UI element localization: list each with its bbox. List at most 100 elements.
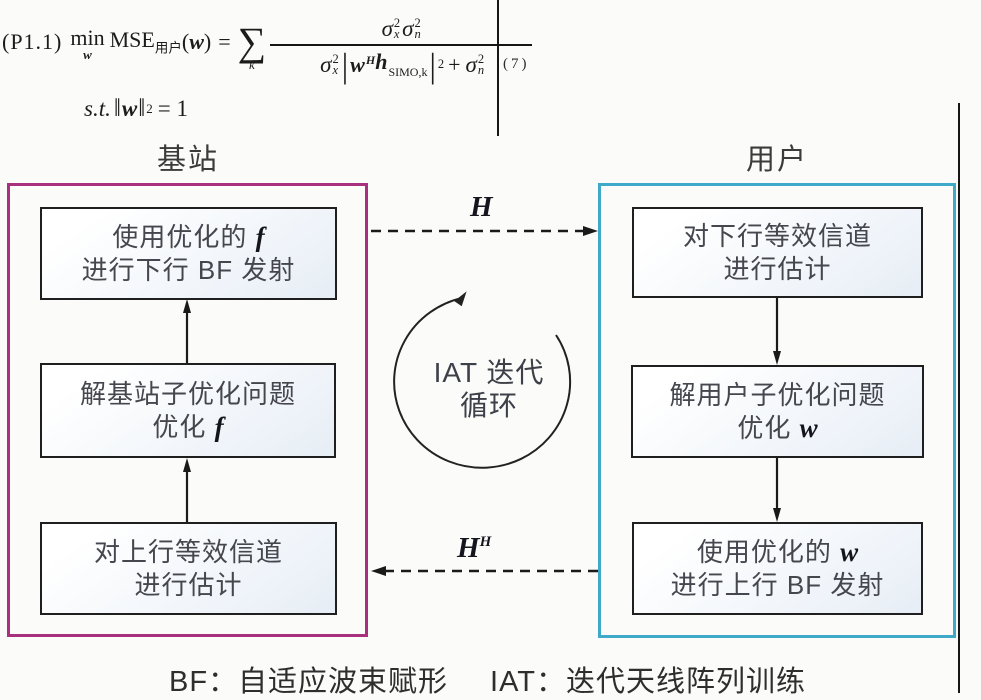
node-line: 优化 f — [152, 411, 223, 444]
hh-base: H — [457, 532, 480, 564]
node-uplink-bf-transmit: 使用优化的 w 进行上行 BF 发射 — [632, 522, 923, 615]
abs-bar-close: | — [429, 44, 436, 85]
node-text: 对下行等效信道 — [682, 220, 872, 251]
mse-argument: (w) — [182, 29, 211, 55]
down-arrowhead-icon — [773, 351, 781, 365]
summation: ∑ k — [237, 19, 267, 72]
sub-x: x — [393, 27, 400, 41]
iat-loop-arc — [393, 297, 572, 469]
node-text: 进行下行 BF 发射 — [81, 254, 296, 285]
node-line: 进行上行 BF 发射 — [671, 569, 885, 602]
math-var-w: w — [799, 412, 818, 443]
math-var-w: w — [840, 536, 859, 567]
figure-legend: BF：自适应波束赋形 IAT：迭代天线阵列训练 — [0, 658, 975, 700]
w-var: w — [350, 51, 365, 77]
sub-n: n — [414, 27, 421, 41]
legend-iat: IAT：迭代天线阵列训练 — [490, 666, 807, 698]
node-text: 进行估计 — [723, 253, 832, 284]
min-under-var: w — [83, 46, 92, 62]
norm-open: ‖ — [113, 95, 121, 122]
up-arrowhead-icon — [183, 299, 191, 313]
constraint: s.t. ‖ w ‖ 2 = 1 — [84, 95, 188, 123]
h-simo-k: hSIMO,k — [375, 49, 427, 80]
mse-subscript: 用户 — [154, 40, 182, 56]
node-line: 使用优化的 f — [112, 221, 264, 254]
node-estimate-downlink-channel: 对下行等效信道 进行估计 — [632, 207, 923, 298]
node-text: 使用优化的 — [112, 221, 256, 252]
min-text: min — [70, 24, 105, 50]
node-line: 对上行等效信道 — [94, 536, 283, 569]
equals-sign: = — [218, 29, 231, 54]
hh-sup: H — [479, 534, 492, 550]
hh-channel-label: HH — [457, 532, 491, 565]
sigma-symbol: σ — [402, 16, 414, 41]
sub-n: n — [477, 62, 485, 77]
node-line: 使用优化的 w — [697, 536, 858, 569]
h-var: h — [375, 49, 388, 74]
node-line: 解基站子优化问题 — [80, 378, 296, 411]
math-var-f: f — [255, 221, 265, 252]
node-line: 进行估计 — [723, 253, 831, 286]
min-operator: min w — [70, 24, 105, 62]
column-rule-top — [497, 0, 499, 136]
node-line: 解用户子优化问题 — [669, 379, 885, 412]
mse-term: MSE用户 — [110, 27, 182, 56]
sub-x: x — [332, 62, 339, 77]
sup-2: 2 — [332, 51, 339, 66]
sigma-symbol: σ — [320, 51, 332, 77]
equation-number: (7) — [503, 56, 530, 72]
node-text: 解用户子优化问题 — [669, 379, 886, 410]
loop-arrowhead-icon — [454, 291, 467, 307]
node-line: 进行估计 — [134, 569, 242, 602]
iat-loop-label-line2: 循环 — [459, 390, 518, 421]
node-text: 使用优化的 — [696, 536, 841, 567]
node-line: 对下行等效信道 — [683, 220, 872, 253]
equals-one: = 1 — [157, 96, 188, 121]
w-hermitian: wH — [350, 52, 375, 78]
up-arrowhead-icon — [183, 458, 191, 472]
column-rule-right — [958, 103, 960, 693]
paren-close: ) — [203, 29, 212, 54]
node-solve-bs-subproblem: 解基站子优化问题 优化 f — [40, 363, 336, 458]
legend-bf: BF：自适应波束赋形 — [168, 666, 449, 698]
node-text: 对上行等效信道 — [93, 536, 283, 567]
iat-loop-label-line1: IAT 迭代 — [433, 357, 545, 388]
sup-2: 2 — [414, 16, 421, 30]
sigma-symbol: σ — [381, 16, 393, 41]
sigma-symbol: σ — [465, 51, 477, 77]
problem-label: (P1.1) — [2, 29, 63, 54]
norm-squared: 2 — [146, 101, 153, 116]
right-panel-title: 用户 — [745, 144, 808, 176]
sum-index: k — [249, 57, 255, 72]
node-solve-user-subproblem: 解用户子优化问题 优化 w — [631, 365, 924, 458]
simo-k-sub: SIMO,k — [388, 65, 428, 79]
node-text: 进行上行 BF 发射 — [670, 569, 885, 600]
paren-open: ( — [181, 29, 190, 54]
abs-bar-open: | — [341, 44, 349, 85]
plus-sign: + — [448, 51, 461, 77]
node-line: 优化 w — [737, 412, 817, 445]
constraint-var-w: w — [121, 96, 138, 121]
hh-arrowhead-icon — [371, 566, 386, 576]
sup-2: 2 — [477, 51, 485, 66]
st-text: s.t. — [84, 96, 111, 121]
hermitian-sup: H — [365, 52, 376, 67]
sum-symbol: ∑ — [237, 19, 267, 64]
abs-squared: 2 — [437, 57, 445, 71]
norm-close: ‖ — [138, 95, 146, 122]
mse-text: MSE — [109, 27, 155, 53]
h-channel-label: H — [470, 191, 493, 223]
node-text: 优化 — [737, 412, 800, 443]
math-var-f: f — [214, 411, 224, 442]
user-panel — [598, 183, 956, 638]
